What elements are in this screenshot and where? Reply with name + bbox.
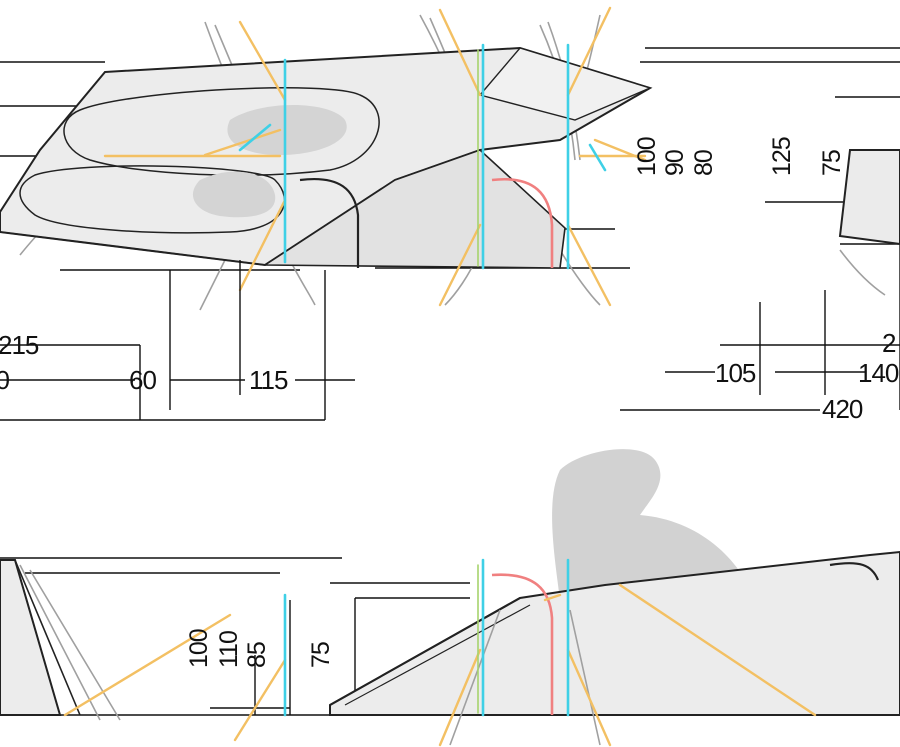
top-width-labels: 215 60 60 115 105 140 420 2 [0, 328, 900, 424]
dim-label-left-total: 215 [0, 330, 39, 360]
side-dimension-lines [0, 557, 470, 716]
top-tent-body [0, 46, 900, 269]
side-poles [63, 558, 817, 747]
dim-label-right-b: 140 [858, 358, 899, 388]
dim-label-left-a: 60 [129, 365, 156, 395]
side-height-labels: 100 110 85 75 [185, 629, 335, 668]
side-height-label-3: 85 [243, 642, 271, 668]
dim-label-right-a: 105 [715, 358, 756, 388]
side-guy-lines [19, 564, 601, 746]
dim-label-right-total: 420 [822, 394, 863, 424]
side-view: 100 110 85 75 [0, 449, 900, 747]
dim-label-right-top: 2 [882, 328, 896, 358]
top-poles [103, 6, 647, 307]
top-width-dimensions [0, 245, 900, 421]
top-height-labels: 100 90 80 125 75 [633, 137, 846, 176]
top-height-label-2: 90 [661, 150, 689, 176]
top-height-label-5: 75 [818, 150, 846, 176]
top-height-label-3: 80 [690, 150, 718, 176]
side-height-label-4: 75 [307, 642, 335, 668]
side-tent-body [0, 550, 900, 716]
side-height-label-2: 110 [215, 631, 243, 668]
side-height-label-1: 100 [185, 629, 213, 668]
top-view: 100 90 80 125 75 215 60 [0, 6, 900, 424]
dim-label-left-width: 60 [0, 365, 9, 395]
top-height-label-1: 100 [633, 137, 661, 176]
top-height-label-4: 125 [768, 137, 796, 176]
dim-label-middle-a: 115 [249, 365, 288, 395]
